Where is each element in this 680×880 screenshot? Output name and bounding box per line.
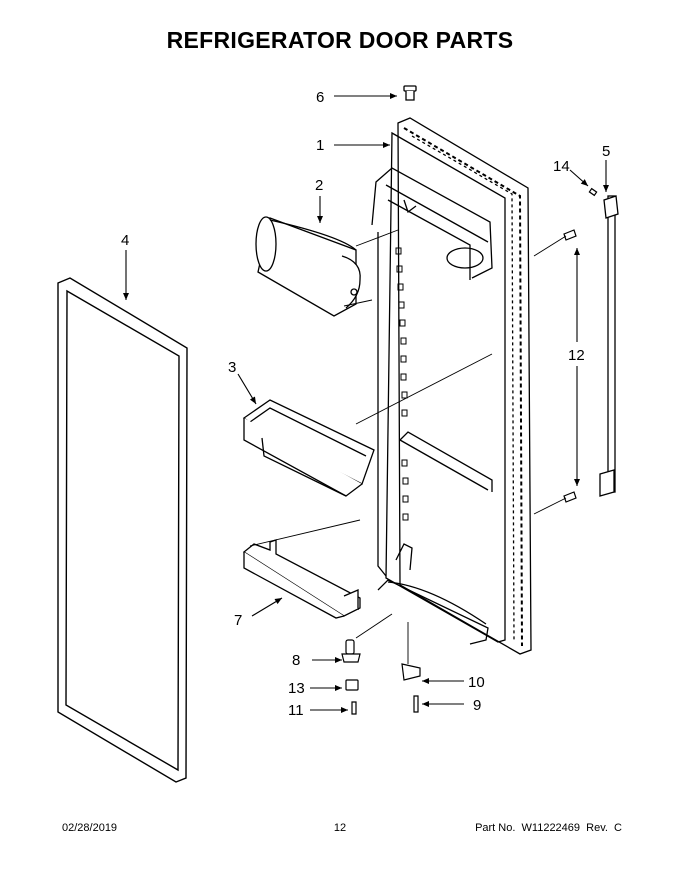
callout-7: 7 xyxy=(234,612,242,629)
lower-door-bin xyxy=(242,539,361,619)
leader-lines xyxy=(249,229,567,664)
callout-4: 4 xyxy=(121,232,129,249)
callout-13: 13 xyxy=(288,680,305,697)
door-liner xyxy=(371,117,532,655)
door-handle xyxy=(599,195,619,497)
handle-studs xyxy=(563,229,577,503)
callout-14: 14 xyxy=(553,158,570,175)
callout-1: 1 xyxy=(316,137,324,154)
callout-6: 6 xyxy=(316,89,324,106)
footer-part-number: Part No. W11222469 Rev. C xyxy=(475,822,622,834)
callout-5: 5 xyxy=(602,143,610,160)
set-screw xyxy=(588,187,598,197)
callout-3: 3 xyxy=(228,359,236,376)
callout-10: 10 xyxy=(468,674,485,691)
callout-arrows xyxy=(123,93,609,713)
footer-page-number: 12 xyxy=(333,822,347,834)
callout-2: 2 xyxy=(315,177,323,194)
footer-date: 02/28/2019 xyxy=(62,822,118,834)
callout-12: 12 xyxy=(568,347,585,364)
hinge-hardware xyxy=(341,639,421,715)
callout-11: 11 xyxy=(288,702,304,719)
door-plug xyxy=(403,85,417,101)
page-title: REFRIGERATOR DOOR PARTS xyxy=(166,27,514,53)
dairy-bin xyxy=(255,216,361,317)
callout-9: 9 xyxy=(473,697,481,714)
callout-labels: 1 2 3 4 5 6 7 8 9 10 11 12 13 14 xyxy=(121,89,610,719)
door-gasket xyxy=(57,277,188,783)
door-bin xyxy=(242,399,375,497)
callout-8: 8 xyxy=(292,652,300,669)
